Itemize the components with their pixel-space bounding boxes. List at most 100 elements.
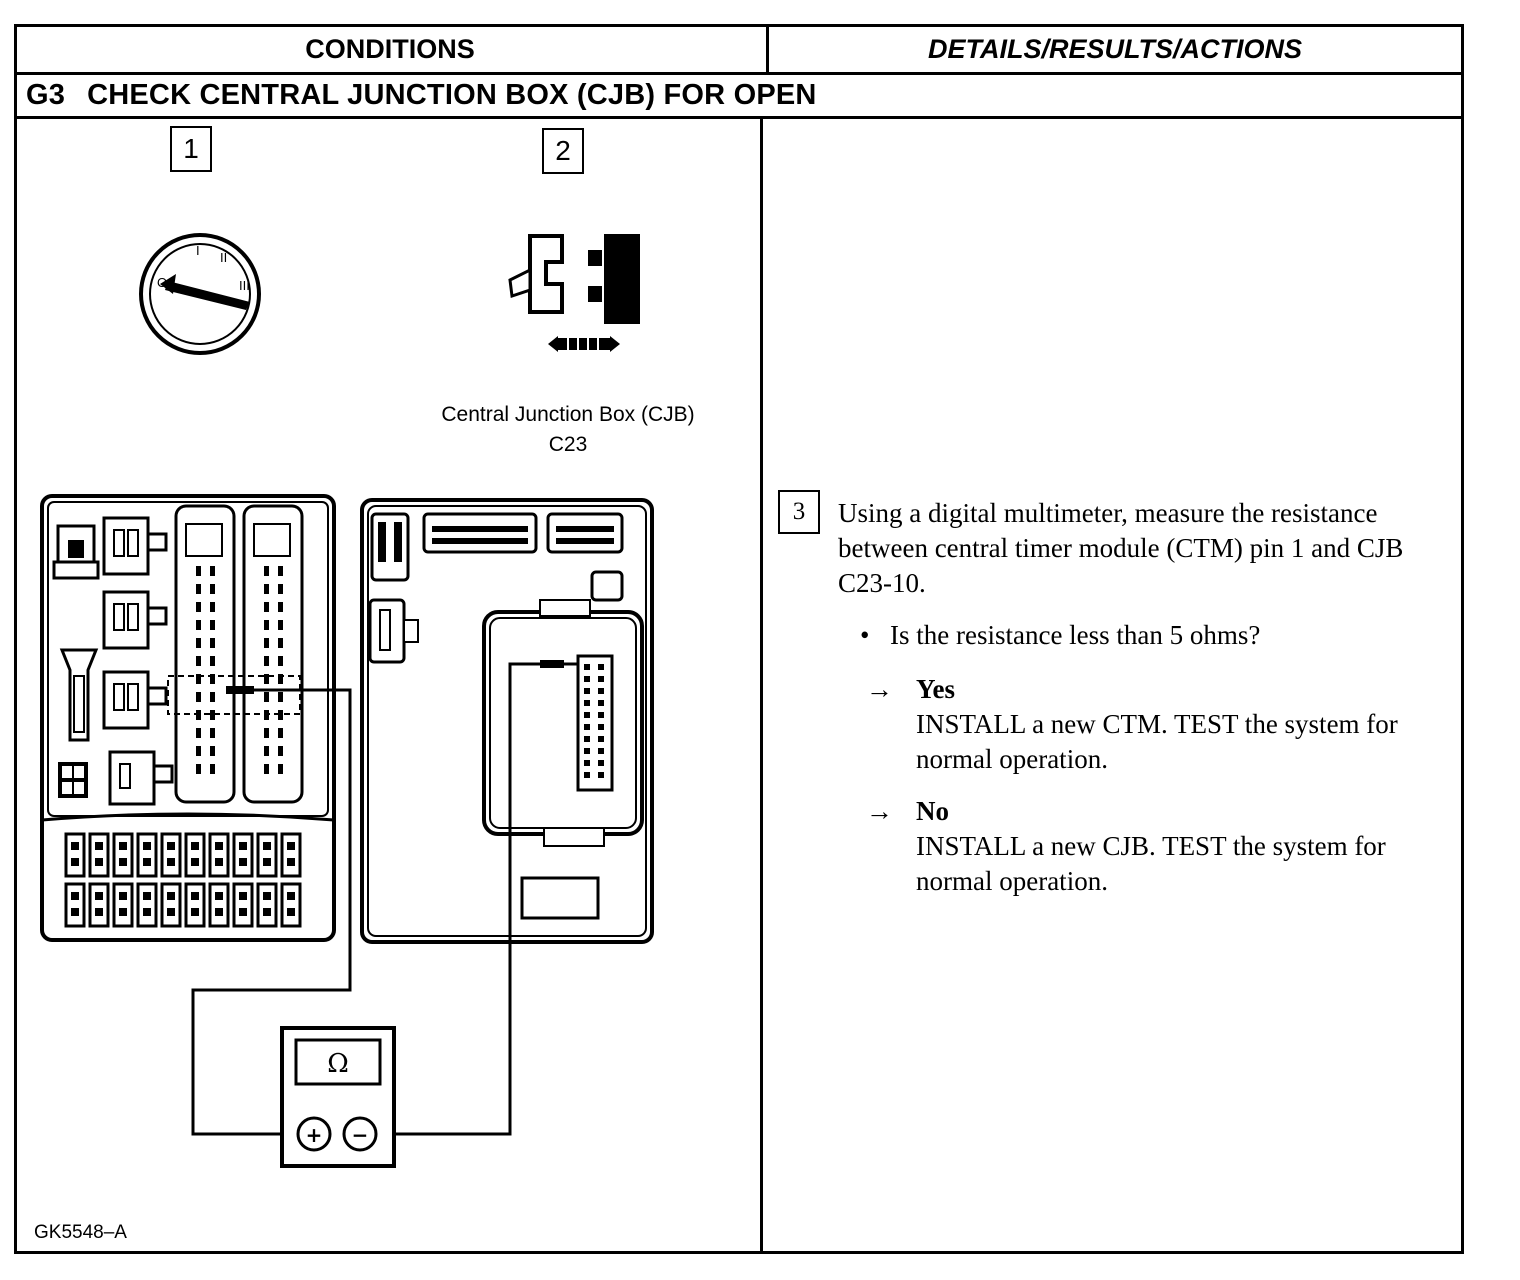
connector-pin	[278, 620, 283, 630]
cjb-pin	[584, 736, 590, 742]
fuse	[160, 832, 182, 878]
fuse-window	[95, 908, 103, 916]
fuse	[112, 882, 134, 928]
connector-pin	[264, 746, 269, 756]
central-junction-box	[360, 498, 654, 944]
cjb-pin	[598, 712, 604, 718]
no-arrow-icon: →	[866, 796, 893, 826]
connector-pin	[278, 566, 283, 576]
fuse	[208, 832, 230, 878]
connector-pin	[196, 728, 201, 738]
fuse-panel	[40, 494, 336, 942]
fuse-window	[71, 908, 79, 916]
fuse-window	[263, 892, 271, 900]
connector-pin	[196, 656, 201, 666]
connector-pin	[210, 764, 215, 774]
connector-caption-line1: Central Junction Box (CJB)	[441, 403, 695, 426]
fuse-window	[95, 858, 103, 866]
meter-minus-terminal: −	[352, 1123, 369, 1147]
cjb-pin	[584, 676, 590, 682]
fuse	[232, 882, 254, 928]
fuse-window	[119, 892, 127, 900]
fuse-window	[263, 842, 271, 850]
fuse-window	[215, 892, 223, 900]
cjb-pin	[598, 760, 604, 766]
connector-pin	[196, 638, 201, 648]
yes-action: INSTALL a new CTM. TEST the system for n…	[916, 709, 1398, 774]
fuse-window	[287, 858, 295, 866]
cjb-pin	[598, 772, 604, 778]
no-action: INSTALL a new CJB. TEST the system for n…	[916, 831, 1386, 896]
fuse-window	[143, 858, 151, 866]
fuse	[136, 882, 158, 928]
bullet-marker: •	[860, 620, 870, 650]
step-3-question: •Is the resistance less than 5 ohms?	[860, 618, 1260, 653]
cjb-pin	[598, 736, 604, 742]
fuse-window	[95, 842, 103, 850]
step-2-number: 2	[542, 128, 584, 174]
fuse-window	[119, 908, 127, 916]
section-title: G3 CHECK CENTRAL JUNCTION BOX (CJB) FOR …	[26, 74, 817, 116]
fuse-window	[167, 842, 175, 850]
connector-pin	[210, 692, 215, 702]
connector-pin	[210, 674, 215, 684]
ignition-pos-0: O	[157, 275, 167, 290]
fuse-window	[71, 892, 79, 900]
connector-pin	[264, 620, 269, 630]
cjb-pin	[598, 724, 604, 730]
connector-pin	[196, 566, 201, 576]
fuse-window	[287, 842, 295, 850]
fuse-window	[191, 842, 199, 850]
connector-pin	[264, 566, 269, 576]
fuse	[256, 882, 278, 928]
connector-pin	[278, 746, 283, 756]
fuse	[112, 832, 134, 878]
connector-pin	[264, 584, 269, 594]
fuse-window	[167, 892, 175, 900]
connector-pin	[196, 692, 201, 702]
fuse-window	[191, 892, 199, 900]
connector-pin	[278, 692, 283, 702]
fuse	[88, 832, 110, 878]
connector-pin	[196, 620, 201, 630]
ignition-pos-1: I	[196, 243, 200, 258]
header-column-divider	[766, 24, 769, 74]
connector-pin	[264, 710, 269, 720]
connector-pin	[264, 638, 269, 648]
connector-pin	[264, 764, 269, 774]
fuse-window	[215, 858, 223, 866]
cjb-pin	[584, 664, 590, 670]
section-title-text: CHECK CENTRAL JUNCTION BOX (CJB) FOR OPE…	[87, 78, 817, 111]
connector-pin	[278, 656, 283, 666]
ignition-switch-icon: O I II III	[139, 233, 261, 355]
fuse	[160, 882, 182, 928]
fuse-row	[64, 832, 302, 928]
section-code: G3	[26, 78, 66, 111]
connector-pin	[196, 710, 201, 720]
fuse-window	[215, 842, 223, 850]
connector-pin	[278, 710, 283, 720]
connector-pin	[210, 638, 215, 648]
fuse-window	[143, 892, 151, 900]
step-3-number: 3	[778, 490, 820, 534]
fuse	[280, 832, 302, 878]
connector-pin	[210, 566, 215, 576]
meter-leads	[191, 660, 578, 1136]
fuse	[232, 832, 254, 878]
step-3-instruction: Using a digital multimeter, measure the …	[838, 498, 1404, 598]
cjb-pin	[598, 748, 604, 754]
step-1-number: 1	[170, 126, 212, 172]
connector-pin	[264, 728, 269, 738]
fuse-window	[263, 908, 271, 916]
connector-pin	[196, 674, 201, 684]
connector-pin	[196, 584, 201, 594]
cjb-pin	[584, 724, 590, 730]
fuse-window	[191, 858, 199, 866]
fuse	[88, 882, 110, 928]
cjb-c23-pins	[584, 664, 604, 778]
connector-pin	[196, 746, 201, 756]
fuse	[208, 882, 230, 928]
column-header-conditions: CONDITIONS	[305, 33, 475, 64]
cjb-pin	[584, 760, 590, 766]
fuse-window	[143, 908, 151, 916]
